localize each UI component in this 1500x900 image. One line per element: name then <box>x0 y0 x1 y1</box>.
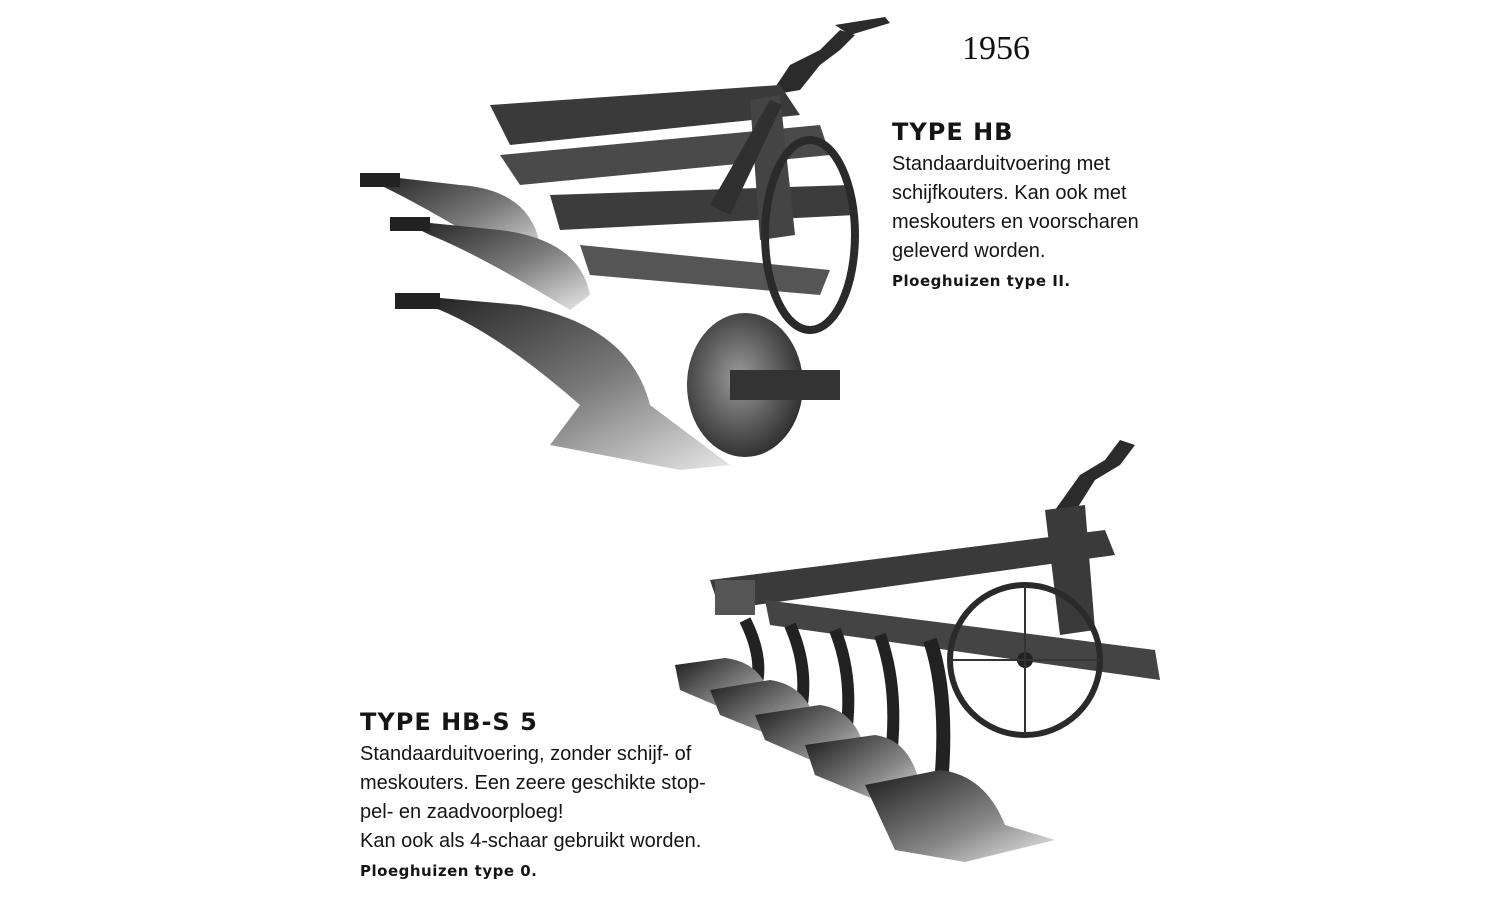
type-hbs-note: Ploeghuizen type 0. <box>360 862 538 880</box>
type-hbs-desc-line: pel- en zaadvoorploeg! <box>360 801 564 823</box>
type-hb-title: TYPE HB <box>892 118 1014 146</box>
type-hbs-desc-line: Kan ook als 4-schaar gebruikt worden. <box>360 830 702 852</box>
type-hb-desc-line: schijfkouters. Kan ook met <box>892 182 1127 204</box>
year-label: 1956 <box>962 30 1030 67</box>
type-hb-desc-line: meskouters en voorscharen <box>892 211 1139 233</box>
type-hb-block: TYPE HB Standaarduitvoering met schijfko… <box>892 118 1192 290</box>
type-hbs-block: TYPE HB-S 5 Standaarduitvoering, zonder … <box>360 708 780 880</box>
plough-hb-illustration <box>360 17 890 470</box>
type-hbs-title: TYPE HB-S 5 <box>360 708 538 736</box>
type-hbs-desc-line: meskouters. Een zeere geschikte stop- <box>360 772 706 794</box>
type-hb-desc-line: geleverd worden. <box>892 240 1046 262</box>
type-hb-desc-line: Standaarduitvoering met <box>892 153 1110 175</box>
type-hbs-desc-line: Standaarduitvoering, zonder schijf- of <box>360 743 692 765</box>
type-hb-note: Ploeghuizen type II. <box>892 272 1071 290</box>
plough-hbs-illustration <box>675 440 1160 862</box>
